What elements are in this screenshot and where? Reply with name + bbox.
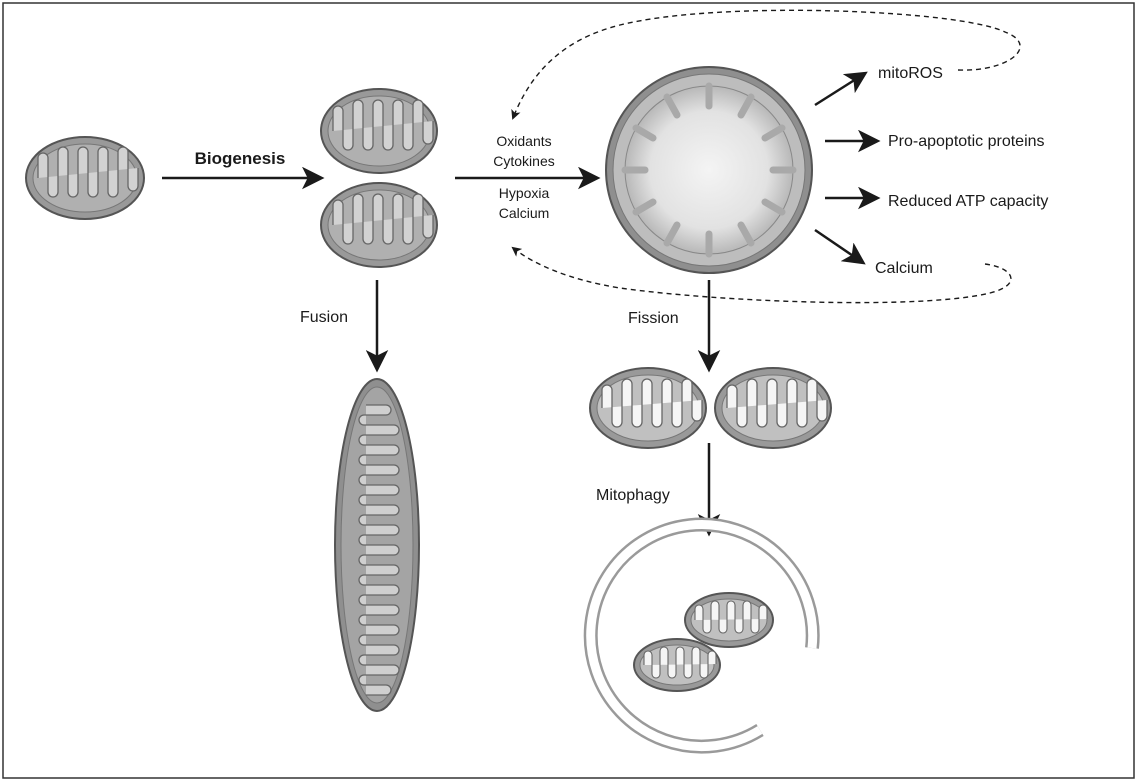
- mitophagy-label: Mitophagy: [596, 487, 670, 504]
- biogenesis-label: Biogenesis: [195, 149, 286, 168]
- stimulus-cytokines: Cytokines: [493, 153, 554, 169]
- mitochondrion-fission-right: [715, 368, 831, 448]
- arrow-to-calcium: [815, 230, 862, 262]
- fission-label: Fission: [628, 310, 679, 327]
- output-pro-apoptotic: Pro-apoptotic proteins: [888, 133, 1045, 150]
- output-mitoros: mitoROS: [878, 65, 943, 82]
- stimulus-calcium: Calcium: [499, 205, 550, 221]
- mitochondrion-swollen: [606, 67, 812, 273]
- mitochondrion-pair-bottom: [321, 183, 437, 267]
- mitochondrion-fused: [335, 379, 419, 711]
- mitochondrion-initial: [26, 137, 144, 219]
- stimulus-oxidants: Oxidants: [496, 133, 551, 149]
- mitochondrion-fission-left: [590, 368, 706, 448]
- stimulus-hypoxia: Hypoxia: [499, 185, 550, 201]
- mitochondrion-pair-top: [321, 89, 437, 173]
- arrow-to-mitoros: [815, 74, 864, 105]
- output-reduced-atp: Reduced ATP capacity: [888, 193, 1048, 210]
- engulfed-mitochondrion-upper: [685, 593, 773, 647]
- engulfed-mitochondrion-lower: [634, 639, 720, 691]
- figure-frame: [3, 3, 1134, 778]
- output-calcium: Calcium: [875, 260, 933, 277]
- fusion-label: Fusion: [300, 309, 348, 326]
